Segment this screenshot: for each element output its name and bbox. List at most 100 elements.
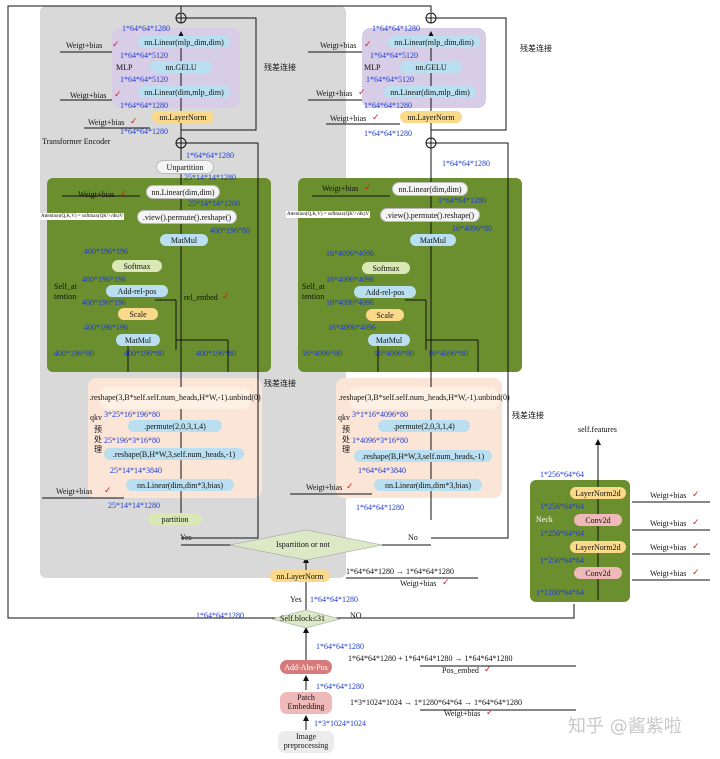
right-mlp-linear-in: nn.Linear(dim,mlp_dim) bbox=[384, 86, 476, 98]
right-weight-bias-2-check: ✓ bbox=[358, 87, 366, 97]
abs-pos-out-dim: 1*64*64*1280 bbox=[316, 642, 364, 651]
block-yes: Yes bbox=[290, 595, 302, 604]
image-dim: 1*3*1024*1024 bbox=[314, 719, 366, 728]
right-mlp-linear-out: nn.Linear(mlp_dim,dim) bbox=[388, 36, 480, 48]
left-dim-400-196-196-b: 400*196*196 bbox=[82, 275, 126, 284]
left-dim-mlp-5120-b: 1*64*64*5120 bbox=[120, 75, 168, 84]
transformer-encoder-label: Transformer Encoder bbox=[42, 137, 111, 146]
right-dim-mlp-5120-a: 1*64*64*5120 bbox=[370, 51, 418, 60]
left-add-rel-pos: Add-rel-pos bbox=[106, 285, 168, 297]
block-loop-dim: 1*64*64*1280 bbox=[196, 611, 244, 620]
neck-dim-b: 1*256*64*64 bbox=[540, 529, 584, 538]
right-dim-16-4096-4096-a: 16*4096*4096 bbox=[326, 249, 374, 258]
left-dim-k: 400*196*80 bbox=[124, 349, 164, 358]
block-yes-dim: 1*64*64*1280 bbox=[310, 595, 358, 604]
neck-layernorm2d-bottom: LayerNorm2d bbox=[570, 541, 626, 553]
right-view-permute: .view().permute().reshape() bbox=[380, 208, 480, 222]
right-matmul-bottom: MatMul bbox=[368, 334, 410, 346]
left-dim-before-ln: 1*64*64*1280 bbox=[120, 127, 168, 136]
left-qkv-linear: nn.Linear(dim,dim*3,bias) bbox=[126, 479, 234, 491]
neck-weight-bias-4-check: ✓ bbox=[692, 567, 700, 577]
left-dim-after-unpartition: 1*64*64*1280 bbox=[186, 151, 234, 160]
left-permute: .permute(2,0,3,1,4) bbox=[128, 420, 222, 432]
left-reshape-unbind: .reshape(3,B*self.self.num_heads,H*W,-1)… bbox=[89, 387, 261, 409]
right-weight-bias-qkv-check: ✓ bbox=[346, 481, 354, 491]
left-weight-bias-qkv-check: ✓ bbox=[104, 485, 112, 495]
right-dim-3840: 1*64*64*3840 bbox=[358, 466, 406, 475]
left-qkv-label-1: qkv bbox=[90, 413, 102, 422]
left-matmul-bottom: MatMul bbox=[116, 334, 160, 346]
is-partition-decision: Ispartition or not bbox=[276, 540, 330, 549]
neck-layernorm2d-top: LayerNorm2d bbox=[570, 487, 626, 499]
right-dim-after-add: 1*64*64*1280 bbox=[442, 159, 490, 168]
left-residual-top: 残差连接 bbox=[264, 63, 296, 72]
left-dim-3840: 25*14*14*3840 bbox=[110, 466, 162, 475]
layernorm-weight-bias: Weigt+bias bbox=[400, 579, 437, 588]
left-mlp-gelu: nn.GELU bbox=[150, 61, 212, 73]
right-matmul-top: MatMul bbox=[410, 234, 456, 246]
right-self-attention-label-1: Self_at bbox=[302, 282, 325, 291]
left-dim-400-196-196-d: 400*196*196 bbox=[84, 323, 128, 332]
left-rel-embed-check: ✓ bbox=[222, 291, 230, 301]
right-dim-mlp-5120-b: 1*64*64*5120 bbox=[366, 75, 414, 84]
add-abs-pos: Add-Abs-Pos bbox=[280, 660, 332, 674]
left-attention-formula: Attention(Q,K,V) = softmax(QKᵀ/√dk)V bbox=[40, 213, 125, 220]
right-dim-before-ln: 1*64*64*1280 bbox=[364, 129, 412, 138]
right-softmax: Softmax bbox=[362, 262, 410, 274]
right-weight-bias-2: Weigt+bias bbox=[316, 89, 353, 98]
right-scale: Scale bbox=[366, 309, 404, 321]
neck-weight-bias-3: Weigt+bias bbox=[650, 543, 687, 552]
right-weight-bias-1-check: ✓ bbox=[364, 39, 372, 49]
right-residual-mid: 残差连接 bbox=[512, 411, 544, 420]
left-qkv-label-2: 预 bbox=[94, 425, 102, 434]
left-dim-400-196-196-a: 400*196*196 bbox=[84, 247, 128, 256]
right-dim-after-ln: 1*64*64*1280 bbox=[364, 101, 412, 110]
left-dim-mlp-5120-a: 1*64*64*5120 bbox=[120, 51, 168, 60]
left-rel-embed: rel_embed bbox=[184, 293, 218, 302]
left-weight-bias-1: Weigt+bias bbox=[66, 41, 103, 50]
right-mlp-gelu: nn.GELU bbox=[400, 61, 462, 73]
patch-weight-bias: Weigt+bias bbox=[444, 709, 481, 718]
left-self-attention-label-2: tention bbox=[54, 292, 77, 301]
left-weight-bias-3: Weigt+bias bbox=[88, 118, 125, 127]
left-dim-25-14-14-a: 25*14*14*1280 bbox=[184, 173, 236, 182]
left-weight-bias-3-check: ✓ bbox=[130, 116, 138, 126]
left-dim-400-196-196-c: 400*196*196 bbox=[82, 298, 126, 307]
right-weight-bias-4-check: ✓ bbox=[364, 182, 372, 192]
patch-embedding: Patch Embedding bbox=[280, 692, 332, 714]
neck-dim-out: 1*256*64*64 bbox=[540, 470, 584, 479]
right-qkv-label-4: 理 bbox=[342, 445, 350, 454]
left-dim-after-ln: 1*64*64*1280 bbox=[120, 101, 168, 110]
neck-conv2d-top: Conv2d bbox=[574, 514, 622, 526]
block-no: NO bbox=[350, 611, 362, 620]
left-dim-q: 400*196*80 bbox=[54, 349, 94, 358]
neck-dim-in-fix: 1*1280*64*64 bbox=[536, 588, 584, 597]
left-view-permute: .view().permute().reshape() bbox=[137, 210, 237, 224]
left-dim-400-196-80-a: 400*196*80 bbox=[210, 226, 250, 235]
right-layernorm: nn.LayerNorm bbox=[400, 111, 462, 123]
left-weight-bias-1-check: ✓ bbox=[112, 39, 120, 49]
left-dim-25-14-14-b: 25*14*14*1280 bbox=[188, 199, 240, 208]
layernorm-weight-bias-check: ✓ bbox=[442, 577, 450, 587]
left-reshape-bhw: .reshape(B,H*W,3,self.num_heads,-1) bbox=[104, 448, 244, 460]
right-weight-bias-1: Weigt+bias bbox=[320, 41, 357, 50]
right-dim-16-4096-4096-d: 16*4096*4096 bbox=[328, 323, 376, 332]
left-weight-bias-4: Weigt+bias bbox=[78, 190, 115, 199]
right-dim-linear-out: 1*64*64*1280 bbox=[438, 196, 486, 205]
right-weight-bias-3: Weigt+bias bbox=[330, 114, 367, 123]
right-weight-bias-3-check: ✓ bbox=[372, 112, 380, 122]
right-reshape-bhw: .reshape(B,H*W,3,self.num_heads,-1) bbox=[354, 450, 492, 462]
left-self-attention-label-1: Self_at bbox=[54, 282, 77, 291]
left-qkv-label-3: 处 bbox=[94, 435, 102, 444]
image-preprocessing: Image preprocessing bbox=[278, 731, 334, 753]
neck-weight-bias-2-check: ✓ bbox=[692, 517, 700, 527]
left-dim-top: 1*64*64*1280 bbox=[122, 24, 170, 33]
right-qkv-linear: nn.Linear(dim,dim*3,bias) bbox=[374, 479, 482, 491]
left-dim-25-196-3: 25*196*3*16*80 bbox=[104, 436, 160, 445]
right-add-rel-pos: Add-rel-pos bbox=[354, 286, 416, 298]
right-no: No bbox=[408, 533, 418, 542]
left-yes: Yes bbox=[180, 533, 192, 542]
left-softmax: Softmax bbox=[112, 260, 162, 272]
left-dim-3-25-16: 3*25*16*196*80 bbox=[104, 410, 160, 419]
